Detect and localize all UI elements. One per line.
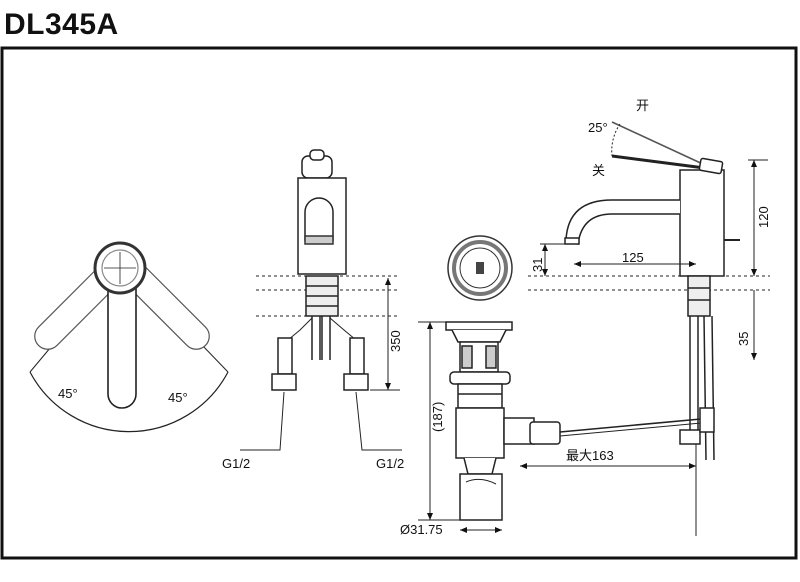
handle-tilt-label: 25° (588, 120, 608, 135)
connection-left-label: G1/2 (222, 456, 250, 471)
spout-reach-label: 125 (622, 250, 644, 265)
front-view (240, 149, 402, 451)
angle-left-label: 45° (58, 386, 78, 401)
closed-label: 关 (592, 163, 605, 178)
spout-height-label: 31 (530, 258, 545, 272)
drain-length-label: (187) (430, 402, 445, 432)
top-view (29, 241, 229, 433)
model-title: DL345A (4, 8, 119, 41)
drain-cap-view (447, 235, 513, 301)
drain-diameter-label: Ø31.75 (400, 522, 443, 537)
supply-height-label: 350 (388, 330, 403, 352)
below-deck-label: 35 (736, 332, 751, 346)
height-label: 120 (756, 206, 771, 228)
drawing-border (0, 46, 798, 560)
angle-right-label: 45° (168, 390, 188, 405)
max-rod-label: 最大163 (566, 448, 614, 463)
connection-right-label: G1/2 (376, 456, 404, 471)
open-label: 开 (636, 98, 649, 113)
side-view (418, 121, 770, 536)
